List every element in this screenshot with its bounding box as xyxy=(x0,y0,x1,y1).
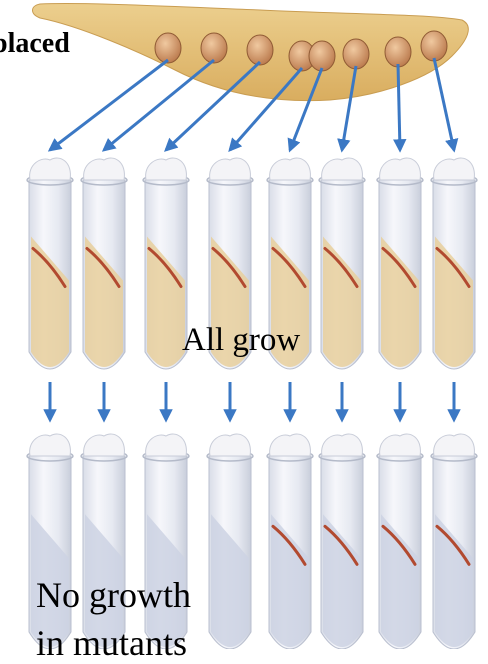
transfer-arrow xyxy=(50,60,168,150)
test-tube xyxy=(81,434,127,649)
cotton-plug xyxy=(146,434,187,456)
cotton-plug xyxy=(30,434,71,456)
test-tube xyxy=(319,158,365,369)
cotton-plug xyxy=(84,158,125,180)
test-tube xyxy=(319,434,365,649)
cotton-plug xyxy=(380,434,421,456)
cotton-plug xyxy=(30,158,71,180)
test-tube xyxy=(81,158,127,369)
colony xyxy=(385,37,411,67)
test-tube xyxy=(431,158,477,369)
cotton-plug xyxy=(380,158,421,180)
test-tube xyxy=(267,434,313,649)
colony xyxy=(155,33,181,63)
test-tube xyxy=(377,158,423,369)
transfer-arrow xyxy=(104,60,214,150)
all-grow-label: All grow xyxy=(182,322,300,359)
transfer-arrow xyxy=(434,58,454,150)
cotton-plug xyxy=(210,158,251,180)
test-tube xyxy=(27,158,73,369)
cotton-plug xyxy=(210,434,251,456)
test-tube xyxy=(207,434,253,649)
cotton-plug xyxy=(434,434,475,456)
test-tube xyxy=(431,434,477,649)
test-tube xyxy=(27,434,73,649)
cotton-plug xyxy=(84,434,125,456)
transfer-arrows-middle xyxy=(50,382,454,420)
no-growth-label: No growth xyxy=(36,574,191,616)
test-tube xyxy=(143,434,189,649)
colony xyxy=(201,33,227,63)
colony xyxy=(247,35,273,65)
test-tube xyxy=(377,434,423,649)
colony xyxy=(421,31,447,61)
cotton-plug xyxy=(146,158,187,180)
cotton-plug xyxy=(322,434,363,456)
tube-row-minimal-medium xyxy=(27,434,477,649)
placed-label: placed xyxy=(0,28,70,60)
cotton-plug xyxy=(434,158,475,180)
transfer-arrow xyxy=(398,64,400,150)
cotton-plug xyxy=(270,158,311,180)
cotton-plug xyxy=(322,158,363,180)
colony xyxy=(343,39,369,69)
colony xyxy=(309,41,335,71)
cotton-plug xyxy=(270,434,311,456)
in-mutants-label: in mutants xyxy=(36,622,187,664)
